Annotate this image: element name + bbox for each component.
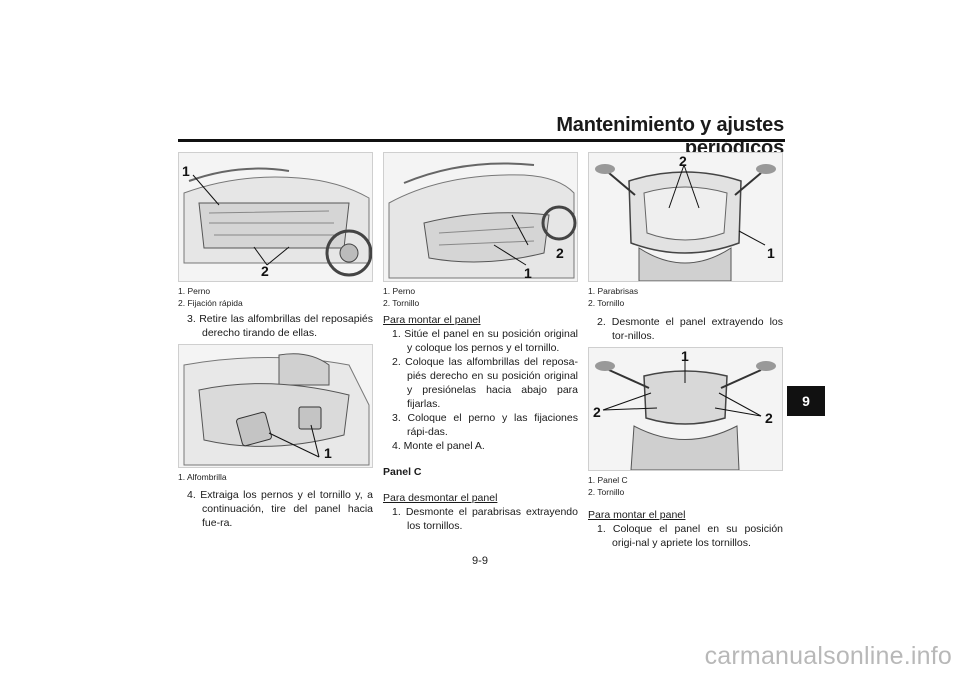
callout-1: 1 [524, 265, 532, 281]
legend-item: 1. Alfombrilla [178, 472, 227, 482]
figure-footrest-bolt: 1 2 [178, 152, 373, 282]
callout-1: 1 [767, 245, 775, 261]
remove-step: 1. Desmonte el parabrisas extrayendo los… [392, 506, 578, 532]
callout-1: 1 [182, 163, 190, 179]
figure-legend: 1. Parabrisas 2. Tornillo [588, 285, 783, 309]
mount-step: 2. Coloque las alfombrillas del reposa-p… [392, 356, 578, 410]
subsection-title: Para montar el panel [588, 509, 686, 521]
legend-item: 1. Perno [383, 286, 416, 296]
callout-2: 2 [593, 404, 601, 420]
callout-1: 1 [324, 445, 332, 461]
figure-legend: 1. Alfombrilla [178, 471, 373, 483]
legend-item: 2. Tornillo [588, 298, 625, 308]
callout-2: 2 [765, 410, 773, 426]
column-3: 2 1 1. Parabrisas 2. Tornillo 2. Desmont… [588, 152, 783, 550]
legend-item: 1. Panel C [588, 475, 628, 485]
callout-2: 2 [679, 153, 687, 169]
callout-1: 1 [681, 348, 689, 364]
callout-2: 2 [261, 263, 269, 279]
chapter-tab: 9 [787, 386, 825, 416]
step-3: 3. Retire las alfombrillas del reposapié… [187, 313, 373, 339]
legend-item: 1. Parabrisas [588, 286, 639, 296]
scooter-panel-illustration [388, 162, 577, 279]
legend-item: 1. Perno [178, 286, 211, 296]
figure-legend: 1. Panel C 2. Tornillo [588, 474, 783, 498]
figure-panel-bolt-screw: 1 2 [383, 152, 578, 282]
column-1: 1 2 1. Perno 2. Fijación rápida 3. Retir… [178, 152, 373, 530]
step-2: 2. Desmonte el panel extrayendo los tor-… [597, 316, 783, 342]
mount-step: 1. Sitúe el panel en su posición origina… [392, 328, 578, 354]
mount-step: 3. Coloque el perno y las fijaciones ráp… [392, 412, 578, 438]
watermark: carmanualsonline.info [704, 642, 952, 670]
mount-step: 1. Coloque el panel en su posición origi… [597, 523, 783, 549]
windshield-front-illustration [595, 164, 776, 281]
callout-2: 2 [556, 245, 564, 261]
figure-legend: 1. Perno 2. Tornillo [383, 285, 578, 309]
subsection-title: Para montar el panel [383, 314, 481, 326]
subsection-title: Para desmontar el panel [383, 492, 498, 504]
figure-windshield: 2 1 [588, 152, 783, 282]
figure-floor-mat: 1 [178, 344, 373, 468]
panel-c-front-illustration [595, 360, 776, 470]
column-2: 1 2 1. Perno 2. Tornillo Para montar el … [383, 152, 578, 533]
section-title: Panel C [383, 466, 422, 478]
legend-item: 2. Tornillo [383, 298, 420, 308]
floor-mat-illustration [183, 353, 370, 466]
page-number: 9-9 [472, 555, 488, 567]
scooter-side-illustration [183, 167, 372, 277]
figure-panel-c: 1 2 2 [588, 347, 783, 471]
mount-step: 4. Monte el panel A. [392, 440, 485, 452]
legend-item: 2. Tornillo [588, 487, 625, 497]
legend-item: 2. Fijación rápida [178, 298, 243, 308]
figure-legend: 1. Perno 2. Fijación rápida [178, 285, 373, 309]
header-rule [178, 139, 785, 142]
step-4: 4. Extraiga los pernos y el tornillo y, … [187, 489, 373, 529]
